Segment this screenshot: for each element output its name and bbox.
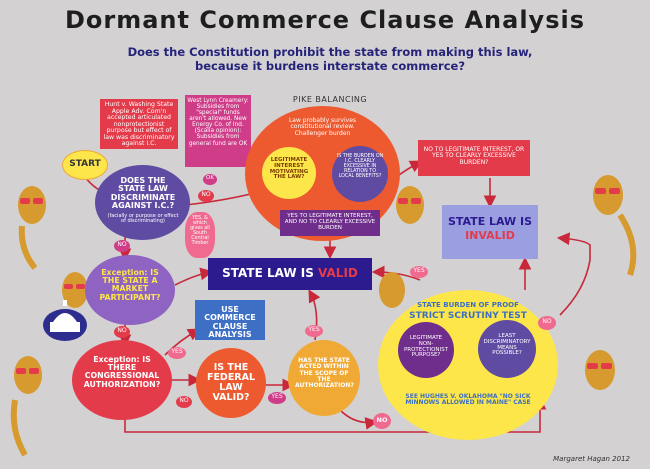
node-discriminate-text: DOES THE STATE LAW DISCRIMINATE AGAINST … — [110, 176, 176, 211]
pike-legit-text: LEGITIMATE INTEREST MOTIVATING THE LAW? — [269, 157, 309, 181]
figure-mid-right-icon — [379, 272, 405, 308]
tag-yes-label: YES — [271, 393, 283, 400]
tag-no-strict: NO — [538, 316, 556, 330]
no-criteria-box: NO TO LEGITIMATE INTEREST, OR YES TO CLE… — [418, 140, 530, 176]
no-criteria-text: NO TO LEGITIMATE INTEREST, OR YES TO CLE… — [423, 146, 525, 166]
node-scope: HAS THE STATE ACTED WITHIN THE SCOPE OF … — [288, 340, 360, 416]
pike-burden-text: IS THE BURDEN ON I.C. CLEARLY EXCESSIVE … — [336, 154, 384, 180]
tag-no-label: NO — [179, 397, 189, 404]
node-discriminate: DOES THE STATE LAW DISCRIMINATE AGAINST … — [95, 165, 190, 240]
node-congress: Exception: IS THERE CONGRESSIONAL AUTHOR… — [72, 340, 172, 420]
tag-no-discriminate: NO — [198, 190, 214, 202]
tag-no-label: NO — [376, 416, 388, 424]
tag-yes-strict: YES — [410, 266, 428, 278]
figure-left-top-icon — [18, 186, 46, 270]
strict-legit-text: LEGITIMATE NON-PROTECTIONIST PURPOSE? — [403, 335, 449, 359]
tag-no-federal: NO — [176, 396, 192, 408]
tag-no-congress: NO — [114, 326, 130, 338]
edge-scope-no — [339, 409, 379, 430]
strict-heading2: STRICT SCRUTINY TEST — [409, 311, 527, 321]
tag-no-label: NO — [201, 191, 211, 198]
figure-right-top-icon — [396, 186, 424, 224]
pike-intro: Law probably survives constitutional rev… — [288, 117, 357, 137]
hunt-note-text: Hunt v. Washing State Apple Adv. Com'n a… — [103, 101, 175, 147]
tag-no-market: NO — [114, 240, 130, 252]
start-label: START — [69, 159, 101, 169]
pike-burden-circle: IS THE BURDEN ON I.C. CLEARLY EXCESSIVE … — [332, 146, 388, 202]
tag-no-scope: NO — [373, 413, 391, 429]
valid-word: VALID — [318, 266, 358, 280]
pike-legit-circle: LEGITIMATE INTEREST MOTIVATING THE LAW? — [262, 147, 316, 199]
figure-right-icon — [593, 175, 637, 276]
invalid-word: INVALID — [465, 229, 515, 243]
tag-no-label: NO — [117, 327, 127, 334]
node-federal: IS THE FEDERAL LAW VALID? — [196, 348, 266, 418]
node-discriminate-sub: (facially or purpose or effect of discri… — [107, 213, 179, 225]
edge-market-valid — [174, 267, 214, 286]
strict-case: SEE HUGHES V. OKLAHOMA "NO SICK MINNOWS … — [405, 393, 531, 407]
invalid-prefix: STATE LAW IS — [447, 215, 533, 228]
valid-prefix: STATE LAW IS — [222, 266, 319, 280]
figure-left-bottom-icon — [10, 356, 42, 457]
page-title: Dormant Commerce Clause Analysis — [64, 6, 585, 34]
pike-heading: PIKE BALANCING — [292, 95, 368, 104]
tag-yes-label: YES — [308, 326, 320, 333]
tag-no-label: NO — [542, 318, 552, 325]
pike-yes-box: YES TO LEGITIMATE INTEREST, AND NO TO CL… — [280, 210, 380, 236]
author-credit: Margaret Hagan 2012 — [553, 454, 630, 463]
tag-yes-congress: YES — [168, 347, 186, 359]
start-badge: START — [62, 150, 108, 180]
strict-heading1: STATE BURDEN OF PROOF — [417, 301, 519, 309]
tag-ok-label: OK — [206, 175, 214, 181]
westlynn-note-text: West Lynn Creamery: Subsidies from "spec… — [187, 98, 249, 147]
westlynn-note: West Lynn Creamery: Subsidies from "spec… — [185, 95, 251, 167]
yes-note: YES, & which gives all South Central Tim… — [185, 212, 215, 258]
yes-note-text: YES, & which gives all South Central Tim… — [190, 216, 210, 247]
node-use-cc: USE COMMERCE CLAUSE ANALYSIS — [195, 300, 265, 340]
edge-strict-no — [556, 232, 591, 316]
edge-congress-bottom — [124, 396, 547, 433]
strict-legit-circle: LEGITIMATE NON-PROTECTIONIST PURPOSE? — [398, 322, 454, 378]
page-subtitle: Does the Constitution prohibit the state… — [127, 45, 533, 74]
strict-least-text: LEAST DISCRIMINATORY MEANS POSSIBLE? — [483, 333, 531, 357]
capitol-icon — [43, 300, 87, 341]
node-congress-text: Exception: IS THERE CONGRESSIONAL AUTHOR… — [83, 355, 161, 389]
node-valid: STATE LAW IS VALID — [208, 258, 372, 290]
figure-left-mid-icon — [62, 272, 88, 308]
figure-right-bottom-icon — [585, 350, 615, 390]
tag-ok: OK — [203, 174, 217, 185]
hunt-note: Hunt v. Washing State Apple Adv. Com'n a… — [100, 99, 178, 149]
pike-yes-text: YES TO LEGITIMATE INTEREST, AND NO TO CL… — [284, 213, 376, 231]
edge-strict-valid — [371, 265, 421, 281]
node-use-cc-text: USE COMMERCE CLAUSE ANALYSIS — [204, 305, 256, 340]
node-invalid: STATE LAW IS INVALID — [442, 205, 538, 259]
tag-yes-label: YES — [171, 348, 183, 355]
tag-no-label: NO — [117, 241, 127, 248]
tag-yes-scope: YES — [305, 325, 323, 337]
strict-least-circle: LEAST DISCRIMINATORY MEANS POSSIBLE? — [478, 320, 536, 378]
node-market: Exception: IS THE STATE A MARKET PARTICI… — [85, 255, 175, 325]
node-market-text: Exception: IS THE STATE A MARKET PARTICI… — [99, 268, 161, 302]
invalid-label: STATE LAW IS INVALID — [446, 215, 534, 244]
node-scope-text: HAS THE STATE ACTED WITHIN THE SCOPE OF … — [295, 357, 354, 390]
tag-yes-label: YES — [413, 267, 425, 274]
valid-label: STATE LAW IS VALID — [208, 267, 372, 280]
tag-yes-federal: YES — [268, 392, 286, 404]
node-federal-text: IS THE FEDERAL LAW VALID? — [206, 362, 256, 403]
